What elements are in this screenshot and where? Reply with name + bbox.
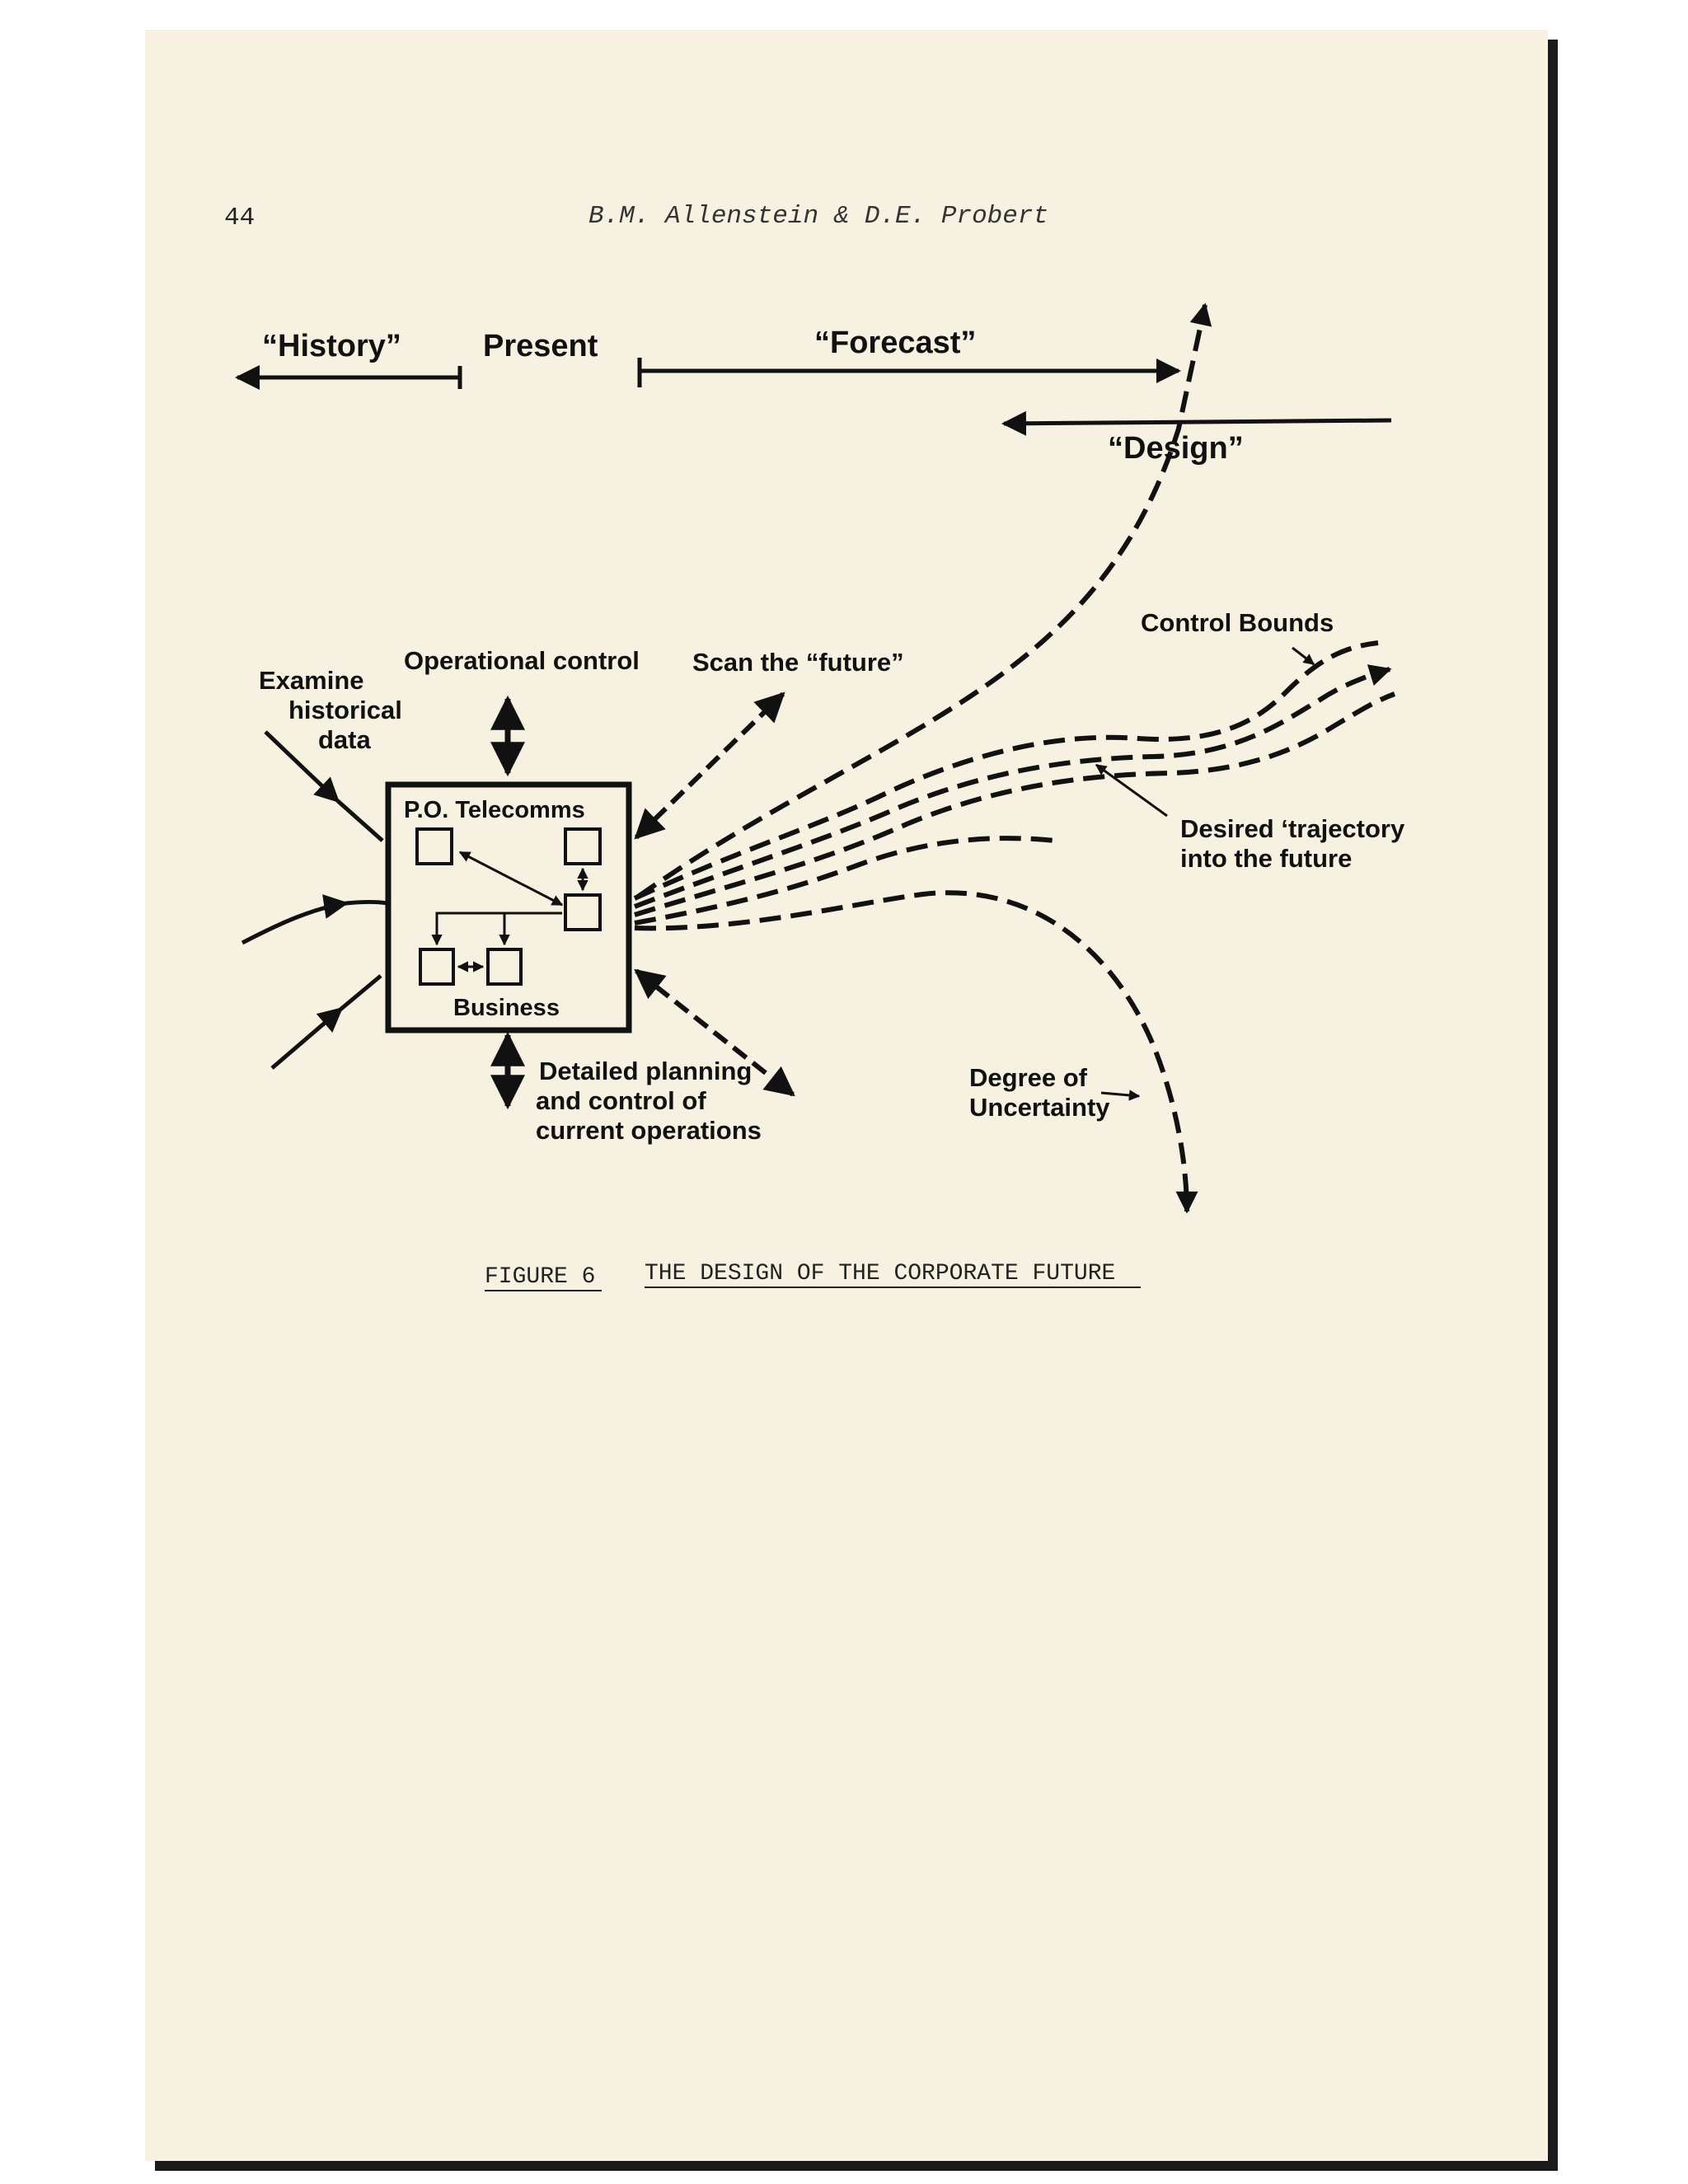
po-telecomms-box: P.O. Telecomms Business	[385, 781, 632, 1033]
unit-box-top-left	[415, 827, 453, 865]
design-arrow	[1001, 410, 1392, 436]
book-page	[145, 30, 1548, 2161]
scan-future-arrow	[634, 691, 785, 840]
scan-future-label: Scan the “future”	[692, 648, 904, 677]
unit-box-bottom-mid	[486, 948, 523, 986]
box-title: P.O. Telecomms	[404, 797, 585, 823]
examine-label-line2: historical	[288, 696, 402, 724]
desired-trajectory-pointer	[1095, 763, 1168, 818]
unit-box-top-right	[564, 827, 602, 865]
design-trajectory-curve	[636, 302, 1212, 899]
history-label: “History”	[262, 329, 401, 363]
box-business-label: Business	[453, 995, 560, 1021]
uncertainty-label-line1: Degree of	[969, 1063, 1088, 1092]
running-header-authors: B.M. Allenstein & D.E. Probert	[588, 202, 1048, 231]
detailed-planning-label-line2: and control of	[536, 1086, 706, 1115]
present-label: Present	[483, 329, 598, 363]
desired-trajectory-label-line1: Desired ‘trajectory	[1180, 814, 1405, 843]
operational-control-label: Operational control	[404, 646, 640, 675]
uncertainty-curve	[634, 890, 1198, 1214]
forecast-label: “Forecast”	[814, 326, 976, 360]
figure-number: FIGURE 6	[485, 1264, 595, 1290]
control-bounds-label: Control Bounds	[1141, 608, 1334, 637]
uncertainty-pointer	[1100, 1090, 1141, 1101]
lower-diagonal-arrow	[634, 968, 795, 1097]
forecast-arrow	[637, 358, 1181, 387]
detailed-planning-label-line1: Detailed planning	[539, 1057, 752, 1085]
trajectory-bundle	[633, 640, 1396, 926]
examine-label-line1: Examine	[259, 666, 364, 695]
examine-label-line3: data	[318, 725, 372, 754]
page-number: 44	[224, 204, 255, 232]
desired-trajectory-label-line2: into the future	[1180, 844, 1352, 873]
unit-box-bottom-left	[419, 948, 455, 986]
unit-box-mid-right	[564, 893, 602, 931]
control-bounds-pointer	[1292, 646, 1315, 666]
input-arrows	[241, 730, 388, 1070]
uncertainty-label-line2: Uncertainty	[969, 1093, 1110, 1122]
detailed-planning-label-line3: current operations	[536, 1116, 762, 1145]
figure-title: THE DESIGN OF THE CORPORATE FUTURE	[645, 1261, 1115, 1286]
history-arrow	[235, 365, 462, 390]
